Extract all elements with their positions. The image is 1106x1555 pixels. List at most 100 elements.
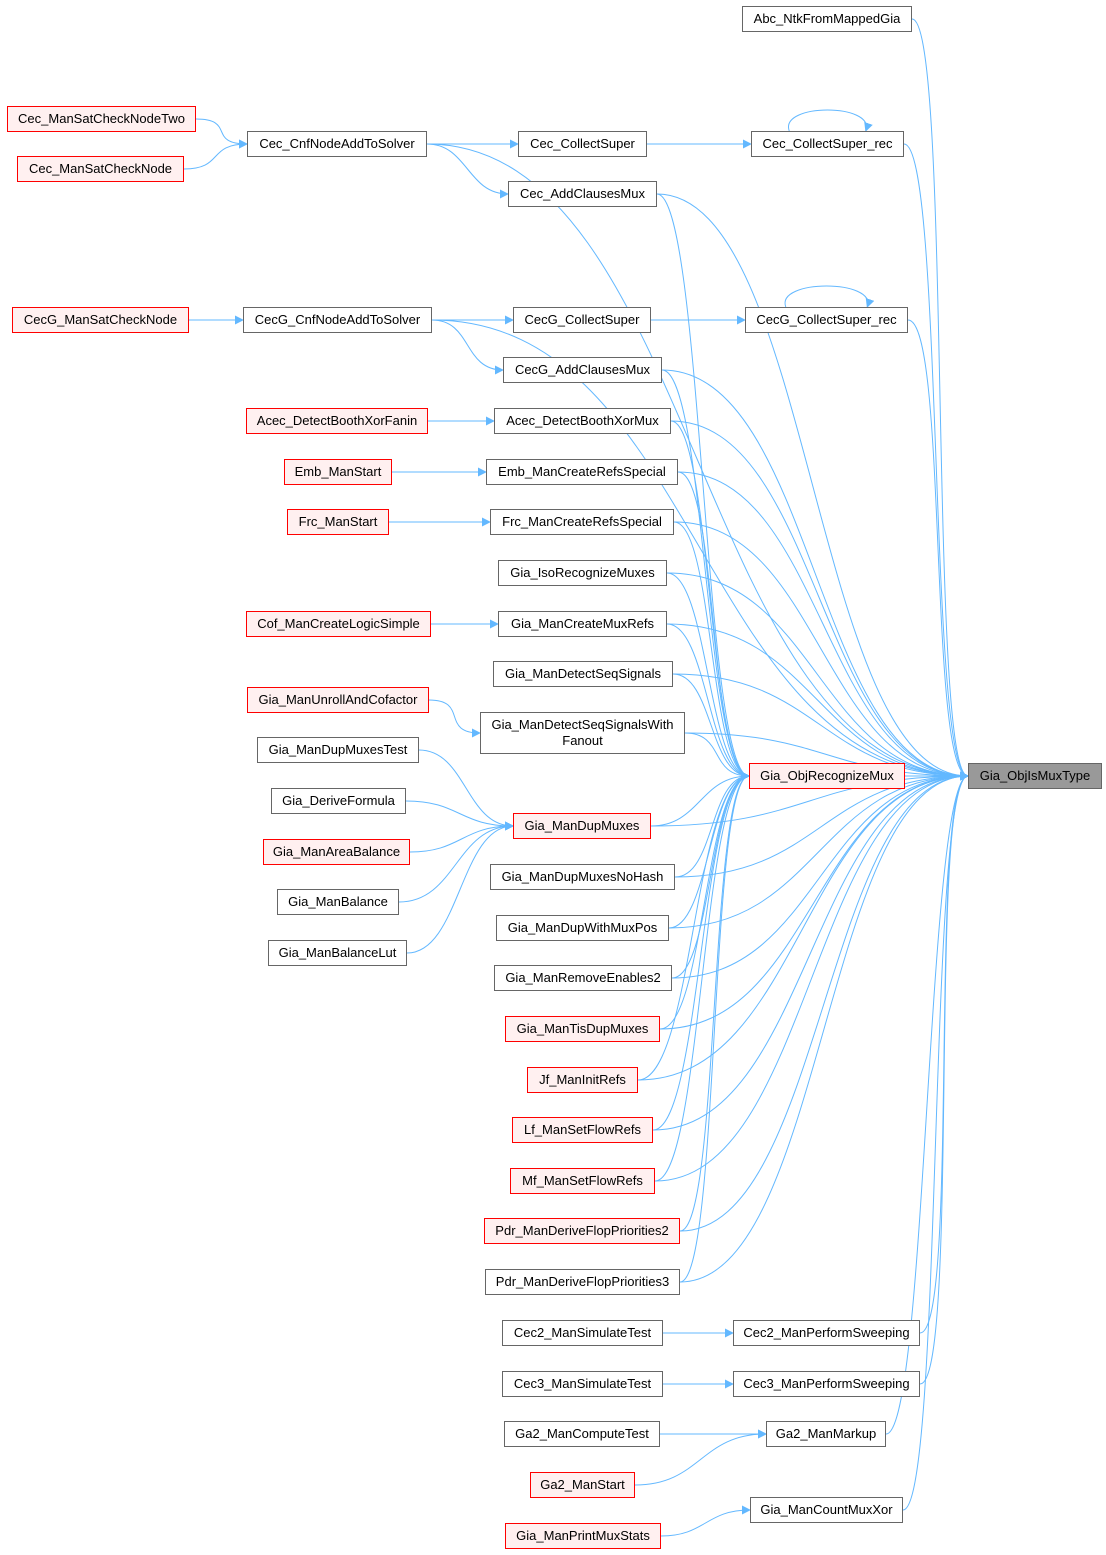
edge-mf-flow-to-gia-recmux [654,771,750,1182]
node-gia-remen[interactable]: Gia_ManRemoveEnables2 [494,965,672,991]
edge-frc-refs-to-gia-recmux [673,521,750,781]
edge-gia-printmux-to-gia-countxor [660,1505,751,1537]
node-cec3-sim[interactable]: Cec3_ManSimulateTest [502,1371,663,1397]
edge-abc-ntk-to-target [911,18,969,781]
edge-cec-addmux-to-gia-recmux [656,193,750,781]
node-cec-addmux[interactable]: Cec_AddClausesMux [508,181,657,207]
node-gia-derive[interactable]: Gia_DeriveFormula [271,788,406,814]
edge-mf-flow-to-target [654,771,969,1182]
edge-acec-mux-to-target [670,420,969,781]
node-gia-nohash[interactable]: Gia_ManDupMuxesNoHash [490,864,675,890]
edge-cec-cnf-to-cec-addmux [426,143,509,199]
node-cec2-sim[interactable]: Cec2_ManSimulateTest [502,1320,663,1346]
node-gia-tis[interactable]: Gia_ManTisDupMuxes [505,1016,660,1042]
node-gia-printmux[interactable]: Gia_ManPrintMuxStats [505,1523,661,1549]
node-acec-mux[interactable]: Acec_DetectBoothXorMux [494,408,671,434]
node-pdr-p3[interactable]: Pdr_ManDeriveFlopPriorities3 [485,1269,680,1295]
edge-cec-coll-rec-to-target [903,143,969,781]
node-frc-refs[interactable]: Frc_ManCreateRefsSpecial [490,509,674,535]
node-ga2-comp[interactable]: Ga2_ManComputeTest [504,1421,660,1447]
edge-gia-seqfan-to-target [684,732,969,781]
edge-cec-coll-rec-to-cec-coll-rec [788,109,873,132]
edge-gia-remen-to-target [671,771,969,979]
edge-gia-dupmux-to-target [650,771,969,827]
edge-ga2-start-to-ga2-markup [634,1429,767,1486]
edge-cecg-coll-rec-to-cecg-coll-rec [784,285,875,308]
node-frc-start[interactable]: Frc_ManStart [287,509,389,535]
node-gia-bal[interactable]: Gia_ManBalance [277,889,399,915]
edge-gia-dupmux-to-gia-recmux [650,771,750,827]
edge-gia-area-to-gia-dupmux [409,821,514,853]
node-gia-seqfan[interactable]: Gia_ManDetectSeqSignalsWith Fanout [480,712,685,754]
node-cec-cnf[interactable]: Cec_CnfNodeAddToSolver [247,131,427,157]
node-abc-ntk[interactable]: Abc_NtkFromMappedGia [742,6,912,32]
edge-frc-refs-to-target [673,521,969,781]
node-jf-init[interactable]: Jf_ManInitRefs [527,1067,638,1093]
node-cecg-cnf[interactable]: CecG_CnfNodeAddToSolver [243,307,432,333]
edge-cecg-cnf-to-target [431,319,969,781]
node-gia-recmux[interactable]: Gia_ObjRecognizeMux [749,763,905,789]
edge-cecg-cnf-to-cecg-addmux [431,319,504,375]
edge-gia-nohash-to-target [674,771,969,878]
node-cec3-sweep[interactable]: Cec3_ManPerformSweeping [733,1371,920,1397]
edge-gia-tis-to-target [659,771,969,1030]
node-mf-flow[interactable]: Mf_ManSetFlowRefs [510,1168,655,1194]
edge-cec-satnode-to-cec-cnf [183,139,248,170]
edge-ga2-markup-to-target [885,771,969,1435]
node-cecg-sat[interactable]: CecG_ManSatCheckNode [12,307,189,333]
node-gia-countxor[interactable]: Gia_ManCountMuxXor [750,1497,903,1523]
edge-gia-muxrefs-to-target [666,623,969,781]
edge-gia-ballut-to-gia-dupmux [406,821,514,954]
edge-gia-bal-to-gia-dupmux [398,821,514,903]
edge-cec-addmux-to-target [656,193,969,781]
edge-cec3-sweep-to-target [919,771,969,1385]
node-gia-area[interactable]: Gia_ManAreaBalance [263,839,410,865]
edge-cecg-coll-rec-to-target [907,319,969,781]
edge-cec-twO-to-cec-cnf [195,118,248,149]
node-ga2-start[interactable]: Ga2_ManStart [530,1472,635,1498]
node-gia-muxrefs[interactable]: Gia_ManCreateMuxRefs [498,611,667,637]
edge-emb-refs-to-target [677,471,969,781]
edge-gia-unroll-to-gia-seqfan [428,699,481,738]
edge-gia-countxor-to-target [902,771,969,1511]
edge-gia-dupmuxtest-to-gia-dupmux [418,749,514,831]
edge-gia-muxrefs-to-gia-recmux [666,623,750,781]
node-gia-seqsig[interactable]: Gia_ManDetectSeqSignals [493,661,673,687]
edge-gia-derive-to-gia-dupmux [405,800,514,831]
node-gia-withmux[interactable]: Gia_ManDupWithMuxPos [496,915,669,941]
node-gia-ballut[interactable]: Gia_ManBalanceLut [268,940,407,966]
node-cec-coll[interactable]: Cec_CollectSuper [518,131,647,157]
node-emb-refs[interactable]: Emb_ManCreateRefsSpecial [486,459,678,485]
node-cof-logic[interactable]: Cof_ManCreateLogicSimple [246,611,431,637]
node-gia-iso[interactable]: Gia_IsoRecognizeMuxes [498,560,667,586]
edge-gia-tis-to-gia-recmux [659,771,750,1030]
edge-gia-seqfan-to-gia-recmux [684,732,750,781]
node-cec-two[interactable]: Cec_ManSatCheckNodeTwo [7,106,196,132]
edge-jf-init-to-gia-recmux [637,771,750,1081]
node-cecg-coll-rec[interactable]: CecG_CollectSuper_rec [745,307,908,333]
node-cec-coll-rec[interactable]: Cec_CollectSuper_rec [751,131,904,157]
node-cec-satnode[interactable]: Cec_ManSatCheckNode [17,156,184,182]
node-acec-fanin[interactable]: Acec_DetectBoothXorFanin [246,408,428,434]
edge-gia-iso-to-target [666,572,969,781]
node-gia-dupmux[interactable]: Gia_ManDupMuxes [513,813,651,839]
node-lf-flow[interactable]: Lf_ManSetFlowRefs [512,1117,653,1143]
node-cecg-addmux[interactable]: CecG_AddClausesMux [503,357,662,383]
edge-jf-init-to-target [637,771,969,1081]
node-ga2-markup[interactable]: Ga2_ManMarkup [766,1421,886,1447]
node-pdr-p2[interactable]: Pdr_ManDeriveFlopPriorities2 [484,1218,680,1244]
edge-lf-flow-to-gia-recmux [652,771,750,1131]
node-target: Gia_ObjIsMuxType [968,763,1102,789]
edge-gia-iso-to-gia-recmux [666,572,750,781]
edge-gia-nohash-to-gia-recmux [674,771,750,878]
node-gia-dupmuxtest[interactable]: Gia_ManDupMuxesTest [257,737,419,763]
edge-cecg-addmux-to-target [661,369,969,781]
node-emb-start[interactable]: Emb_ManStart [284,459,392,485]
node-cecg-coll[interactable]: CecG_CollectSuper [513,307,651,333]
node-cec2-sweep[interactable]: Cec2_ManPerformSweeping [733,1320,920,1346]
edge-pdr-p3-to-gia-recmux [679,771,750,1283]
node-gia-unroll[interactable]: Gia_ManUnrollAndCofactor [247,687,429,713]
edge-gia-seqsig-to-gia-recmux [672,673,750,781]
